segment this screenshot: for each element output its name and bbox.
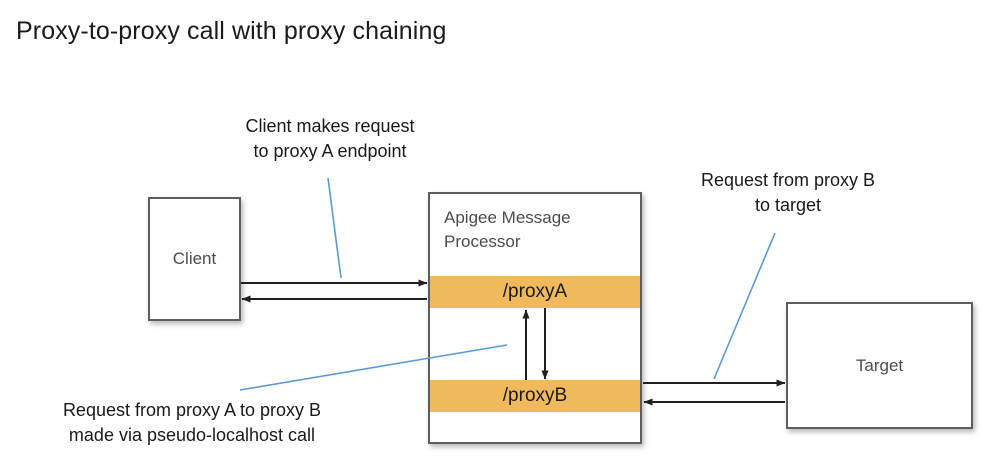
leader-line-target-request [713,232,776,380]
proxy-band-proxy-a-label: /proxyA [502,281,568,302]
node-target: Target [786,302,973,429]
annotation-client-request: Client makes request to proxy A endpoint [245,116,415,161]
proxy-band-proxy-a: /proxyA [430,276,640,308]
node-message-processor: Apigee Message Processor /proxyA /proxyB [428,192,642,444]
annotation-target-request: Request from proxy B to target [700,170,876,215]
annotation-proxy-chaining: Request from proxy A to proxy B made via… [62,400,322,445]
page-title: Proxy-to-proxy call with proxy chaining [16,17,447,45]
proxy-band-proxy-b: /proxyB [430,380,640,412]
leader-line-client-request [327,177,342,279]
node-target-label: Target [855,356,904,375]
proxy-band-proxy-b-label: /proxyB [502,385,568,406]
node-message-processor-title: Apigee Message Processor [444,208,571,251]
node-client: Client [148,197,241,321]
node-client-label: Client [172,249,217,268]
